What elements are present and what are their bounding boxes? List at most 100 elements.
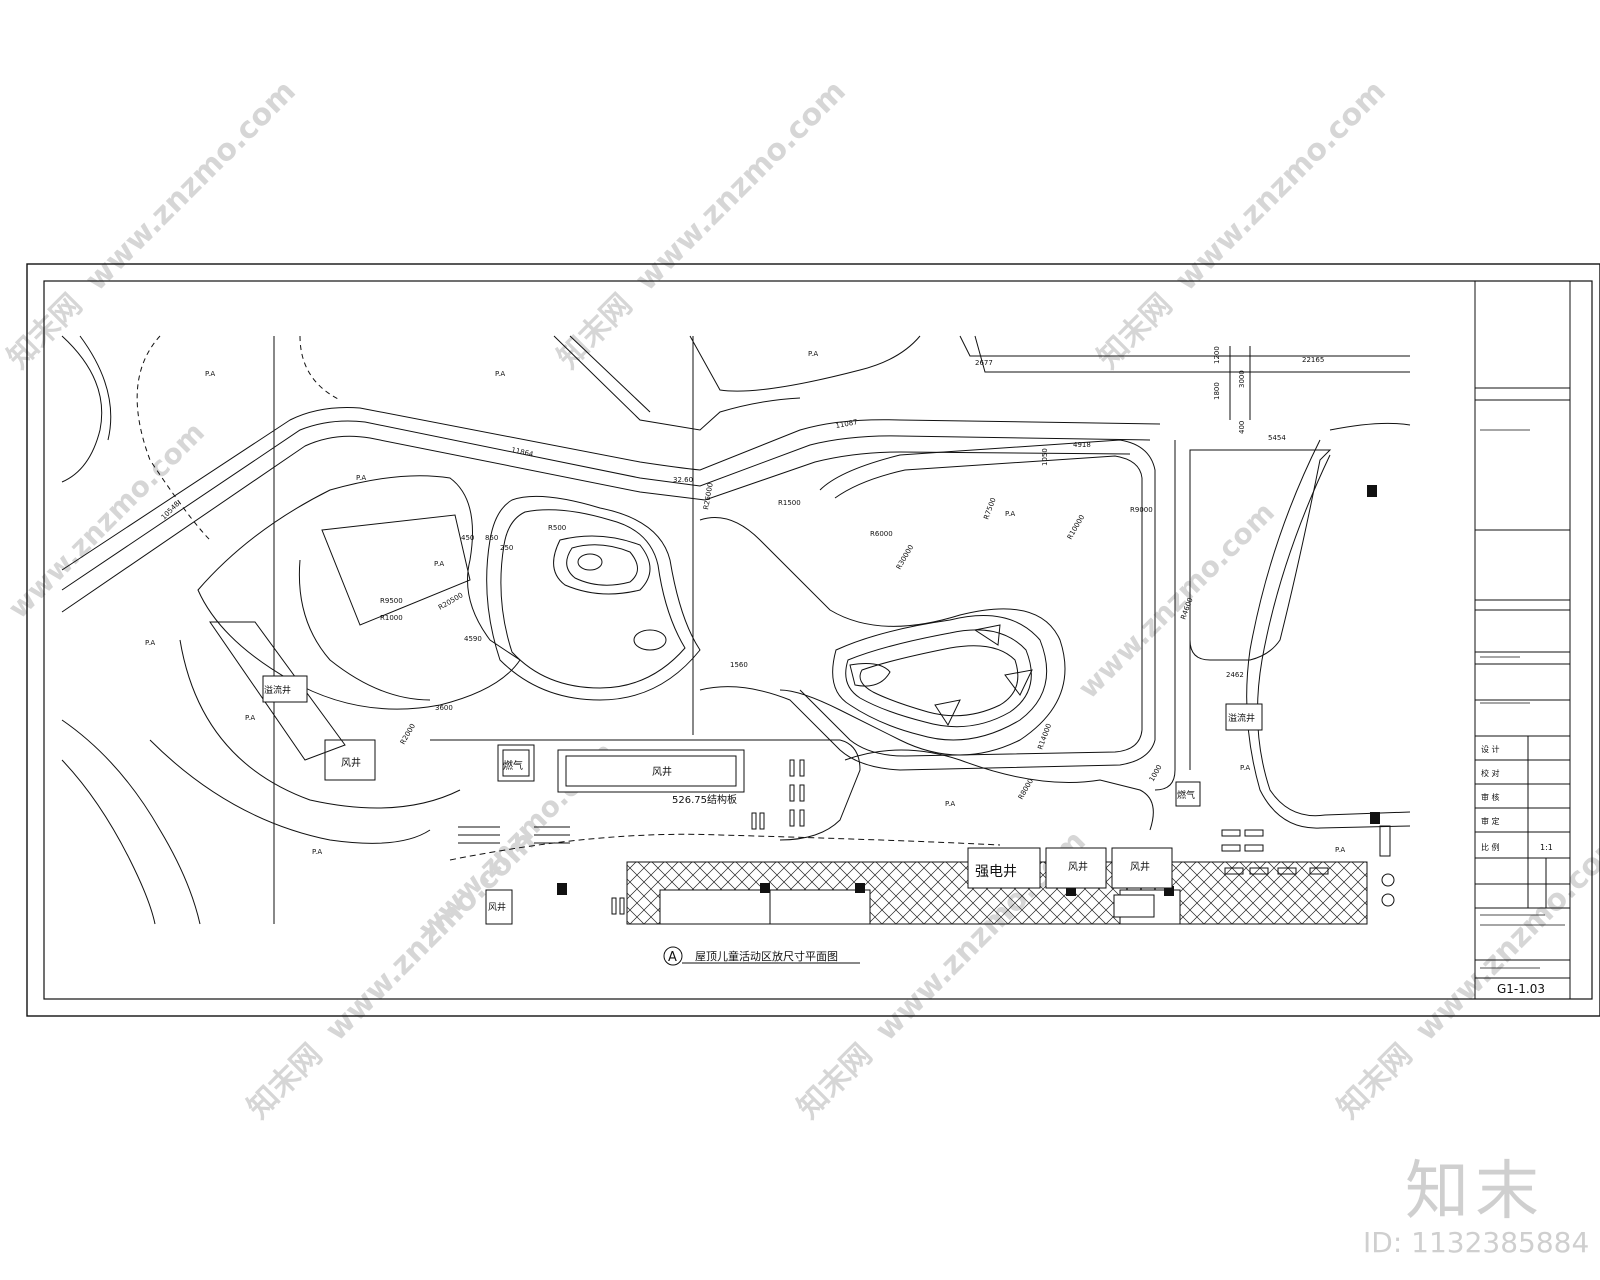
- approval-row-label: 审 核: [1481, 792, 1500, 802]
- svg-text:P.A: P.A: [495, 370, 505, 378]
- dimension-text: 1050: [1041, 448, 1049, 466]
- dimension-text: R9000: [1130, 506, 1153, 514]
- vent-label: 风井: [488, 901, 506, 913]
- dimension-text: 4590: [464, 635, 482, 643]
- elevation-label: 526.75结构板: [672, 793, 737, 806]
- watermark-brand: 知末网: [551, 287, 639, 375]
- title-block-labels: 设 计 校 对 审 核 审 定 比 例 1:1 G1-1.03: [1480, 429, 1565, 996]
- svg-text:P.A: P.A: [808, 350, 818, 358]
- vent-label: 风井: [341, 756, 361, 769]
- dimension-text: 11087: [835, 418, 858, 430]
- callout-letter: A: [668, 950, 677, 965]
- watermark-url: www.znzmo.com: [1072, 496, 1281, 705]
- outer-sheet-border: [26, 263, 1600, 1017]
- dimension-text: 4918: [1073, 441, 1091, 449]
- dimension-text: R6000: [870, 530, 893, 538]
- watermark-brand: 知末网: [1091, 287, 1179, 375]
- svg-text:P.A: P.A: [205, 370, 215, 378]
- svg-text:P.A: P.A: [1240, 764, 1250, 772]
- gas-box-2: [1175, 781, 1201, 807]
- dimension-labels: 11864 10548 32.60 11087 2677 22165 1200 …: [160, 346, 1325, 801]
- drain-label: 溢流井: [264, 684, 291, 696]
- svg-text:P.A: P.A: [145, 639, 155, 647]
- approval-row-label: 设 计: [1481, 744, 1500, 754]
- dimension-text: 2462: [1226, 671, 1244, 679]
- approval-row-label: 审 定: [1481, 816, 1500, 826]
- site-plan: [61, 335, 1411, 925]
- watermark-layer: 知末网 www.znzmo.com 知末网 www.znzmo.com 知末网 …: [1, 74, 1600, 1126]
- sheet-number: G1-1.03: [1497, 982, 1545, 996]
- vent-box-3: [1111, 847, 1173, 889]
- gas-box: [497, 744, 535, 782]
- markers: [458, 485, 1395, 915]
- dimension-text: R500: [548, 524, 566, 532]
- facility-boxes: [262, 675, 1263, 925]
- brand-logo: 知末: [1405, 1155, 1545, 1229]
- drain-box-2: [1225, 703, 1263, 731]
- vent-box-4: [485, 889, 513, 925]
- dimension-text: 1000: [1148, 764, 1164, 783]
- roof-hatch-zone: [626, 861, 1368, 925]
- dimension-text: R1500: [778, 499, 801, 507]
- svg-text:P.A: P.A: [945, 800, 955, 808]
- vent-label: 风井: [652, 765, 672, 778]
- dimension-text: 11864: [511, 446, 535, 459]
- watermark-brand: 知末网: [1331, 1037, 1419, 1125]
- facility-labels: 燃气 燃气 风井 风井 风井 风井 风井 强电井 溢流井 溢流井 526.75结…: [264, 684, 1255, 913]
- dimension-text: 5454: [1268, 434, 1286, 442]
- dimension-text: R9500: [380, 597, 403, 605]
- image-id-label: ID: 1132385884: [1363, 1226, 1590, 1259]
- watermark-url: www.znzmo.com: [1409, 824, 1600, 1048]
- dimension-text: 1560: [730, 661, 748, 669]
- power-well-box: [967, 847, 1041, 889]
- area-tags: P.A P.A P.A P.A P.A P.A P.A P.A P.A P.A …: [145, 350, 1345, 856]
- svg-text:P.A: P.A: [434, 560, 444, 568]
- vent-box-2: [1045, 847, 1107, 889]
- dimension-text: 22165: [1302, 356, 1324, 364]
- svg-text:P.A: P.A: [356, 474, 366, 482]
- svg-text:P.A: P.A: [312, 848, 322, 856]
- dimension-text: 3600: [435, 704, 453, 712]
- dimension-text: 400: [1238, 421, 1246, 434]
- vent-label: 风井: [1130, 860, 1150, 873]
- vent-box-main: [557, 749, 745, 793]
- gas-label: 燃气: [1177, 789, 1195, 801]
- dimension-text: R1000: [380, 614, 403, 622]
- dimension-text: 3000: [1238, 370, 1246, 388]
- dimension-text: R7500: [982, 497, 997, 521]
- inner-drawing-border: [43, 280, 1593, 1000]
- drain-label: 溢流井: [1228, 712, 1255, 724]
- drawing-title: 屋顶儿童活动区放尺寸平面图: [695, 949, 838, 963]
- title-block: [1474, 281, 1571, 999]
- scale-value: 1:1: [1540, 843, 1553, 852]
- dimension-text: 32.60: [673, 476, 693, 484]
- dimension-text: R2000: [399, 722, 417, 746]
- svg-text:P.A: P.A: [245, 714, 255, 722]
- gas-label: 燃气: [503, 759, 523, 772]
- callout-circle: [663, 946, 683, 966]
- approval-row-label: 校 对: [1481, 768, 1500, 778]
- dimension-text: 1800: [1213, 382, 1221, 400]
- dimension-text: 450: [461, 534, 474, 542]
- dimension-text: 2677: [975, 359, 993, 367]
- dimension-text: 1200: [1213, 346, 1221, 364]
- drain-box-1: [262, 675, 308, 703]
- dimension-text: 850: [485, 534, 498, 542]
- dimension-text: R30000: [895, 543, 915, 571]
- dimension-text: R10000: [1066, 513, 1086, 541]
- vent-box-5: [1113, 894, 1155, 918]
- watermark-brand: 知末网: [241, 1037, 329, 1125]
- watermark-url: www.znzmo.com: [319, 824, 543, 1048]
- drawing-title-callout: A 屋顶儿童活动区放尺寸平面图: [663, 946, 860, 966]
- vent-label: 风井: [1068, 860, 1088, 873]
- dimension-text: R8000: [1017, 777, 1035, 801]
- dimension-text: R20500: [437, 591, 465, 611]
- power-well-label: 强电井: [975, 864, 1017, 880]
- dimension-text: R26000: [702, 482, 715, 510]
- scale-label: 比 例: [1481, 842, 1500, 852]
- svg-text:P.A: P.A: [1005, 510, 1015, 518]
- dimension-text: R14000: [1036, 722, 1053, 750]
- watermark-url: www.znzmo.com: [2, 416, 211, 625]
- watermark-brand: 知末网: [791, 1037, 879, 1125]
